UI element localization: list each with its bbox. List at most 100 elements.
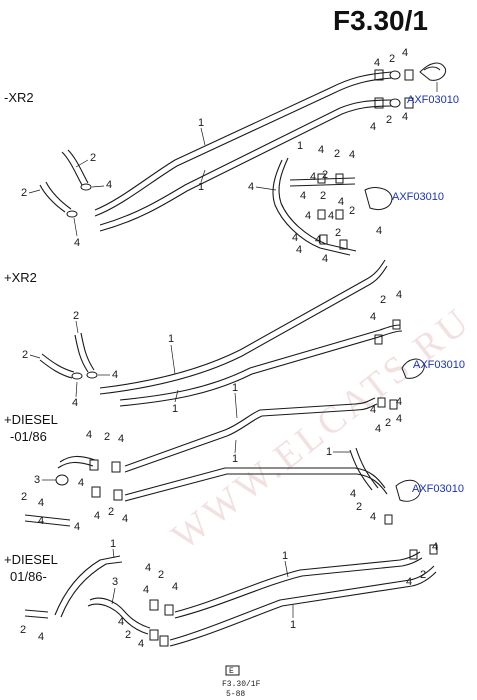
callout-2: 2 [73,310,79,322]
callout-2: 2 [356,501,362,513]
callout-4: 4 [310,171,316,183]
callout-4: 4 [370,121,376,133]
callout-2: 2 [21,491,27,503]
callout-4: 4 [406,576,412,588]
callout-4: 4 [402,47,408,59]
callout-2: 2 [90,152,96,164]
callout-1: 1 [172,403,178,415]
callout-1: 1 [232,453,238,465]
callout-2: 2 [125,629,131,641]
fuel-pipe-assembly-1 [39,62,447,232]
callout-4: 4 [74,237,80,249]
fuel-pipe-assembly-2 [272,157,393,256]
callout-2: 2 [20,624,26,636]
callout-4: 4 [112,369,118,381]
callout-4: 4 [38,497,44,509]
callout-1: 1 [326,446,332,458]
page-title: F3.30/1 [333,5,428,36]
callout-2: 2 [386,114,392,126]
callout-4: 4 [106,179,112,191]
callout-4: 4 [350,488,356,500]
callout-2: 2 [349,205,355,217]
part-link-axf03010[interactable]: AXF03010 [413,359,465,371]
section-label-xr2-minus: -XR2 [4,90,34,105]
callout-1: 1 [282,550,288,562]
callout-2: 2 [334,148,340,160]
callout-4: 4 [432,541,438,553]
callout-2: 2 [380,294,386,306]
watermark: WWW.ELCATS.RU [164,299,477,558]
callout-2: 2 [420,569,426,581]
callout-4: 4 [86,429,92,441]
footer-code: F3.30/1F [222,680,261,689]
callout-2: 2 [335,227,341,239]
callout-4: 4 [322,253,328,265]
callout-4: 4 [94,510,100,522]
callout-2: 2 [320,190,326,202]
callout-4: 4 [370,311,376,323]
callout-4: 4 [38,631,44,643]
callout-4: 4 [374,57,380,69]
callout-4: 4 [248,181,254,193]
callout-2: 2 [322,169,328,181]
callout-4: 4 [318,144,324,156]
callout-4: 4 [375,423,381,435]
callout-2: 2 [108,506,114,518]
callout-4: 4 [305,210,311,222]
callout-1: 1 [198,117,204,129]
callout-4: 4 [78,477,84,489]
section-label-diesel-plus-2: +DIESEL [4,552,58,567]
callout-4: 4 [74,521,80,533]
callout-2: 2 [385,417,391,429]
callout-1: 1 [198,181,204,193]
callout-4: 4 [172,581,178,593]
callout-3: 3 [34,474,40,486]
footer-date: 5-88 [226,690,245,699]
fuel-pipe-assembly-4 [24,397,421,527]
callout-1: 1 [297,140,303,152]
callout-4: 4 [143,584,149,596]
callout-4: 4 [138,638,144,650]
callout-2: 2 [389,53,395,65]
callout-4: 4 [338,196,344,208]
fuel-pipe-assembly-5 [24,544,438,647]
callout-4: 4 [315,234,321,246]
callout-4: 4 [145,562,151,574]
part-link-axf03010[interactable]: AXF03010 [407,94,459,106]
callout-2: 2 [21,187,27,199]
section-label-xr2-plus: +XR2 [4,270,37,285]
callout-4: 4 [402,111,408,123]
part-link-axf03010[interactable]: AXF03010 [392,191,444,203]
callout-4: 4 [396,289,402,301]
callout-1: 1 [168,333,174,345]
callout-4: 4 [328,210,334,222]
callout-4: 4 [376,225,382,237]
footer-badge [225,665,240,676]
callout-1: 1 [110,538,116,550]
fuel-pipe-assembly-3 [39,259,425,407]
callout-4: 4 [296,244,302,256]
callout-4: 4 [370,404,376,416]
section-label-diesel-plus-2-date: 01/86- [10,569,47,584]
section-label-diesel-plus: +DIESEL [4,412,58,427]
callout-4: 4 [72,397,78,409]
callout-2: 2 [22,349,28,361]
part-link-axf03010[interactable]: AXF03010 [412,483,464,495]
callout-4: 4 [118,433,124,445]
callout-4: 4 [396,396,402,408]
callout-2: 2 [158,569,164,581]
callout-1: 1 [232,382,238,394]
callout-2: 2 [104,431,110,443]
section-label-diesel-plus-date: -01/86 [10,429,47,444]
callout-4: 4 [292,232,298,244]
callout-4: 4 [370,511,376,523]
footer-badge-text: E [229,667,234,676]
callout-3: 3 [112,576,118,588]
callout-4: 4 [122,513,128,525]
callout-4: 4 [300,190,306,202]
callout-4: 4 [118,616,124,628]
callout-1: 1 [290,619,296,631]
callout-4: 4 [38,515,44,527]
callout-4: 4 [396,413,402,425]
